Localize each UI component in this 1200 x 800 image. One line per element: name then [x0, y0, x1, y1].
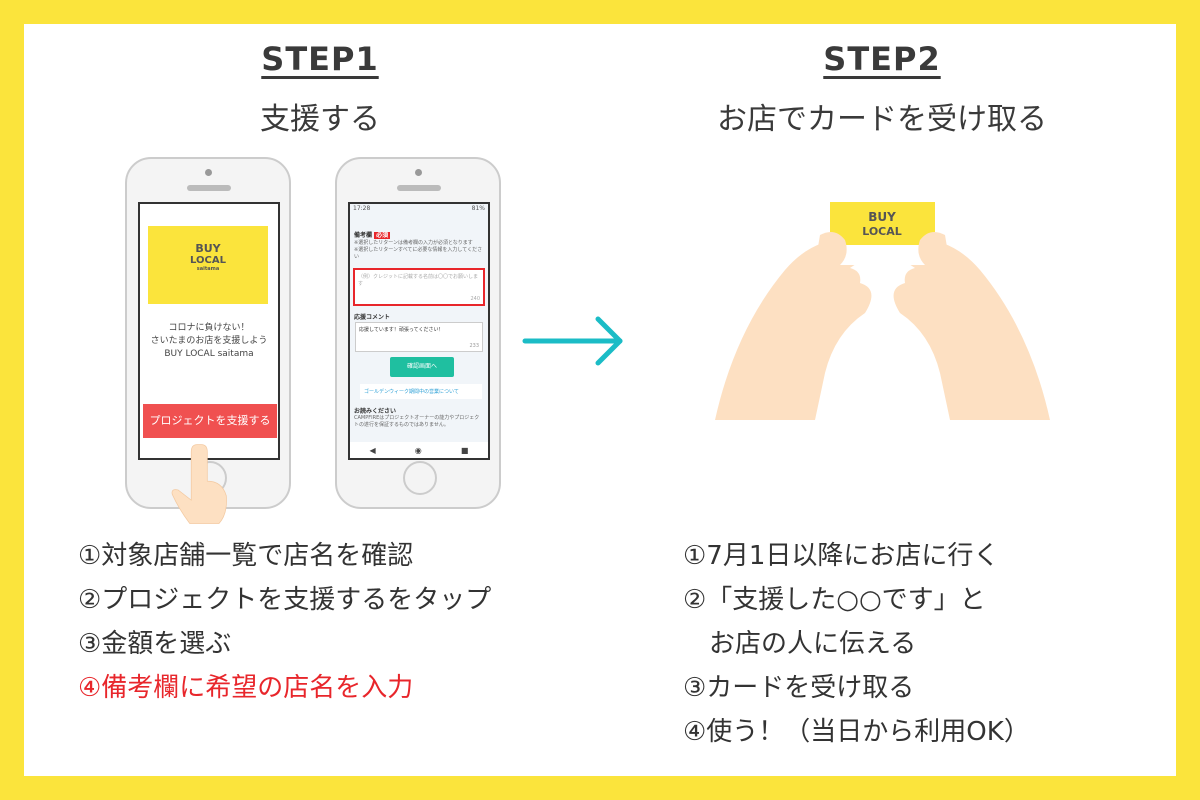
disclaimer: CAMPFIREはプロジェクトオーナーの能力やプロジェクトの遂行を保証するもので…	[354, 415, 480, 428]
step2-subtitle: お店でカードを受け取る	[717, 102, 1047, 137]
list-item: ①7月1日以降にお店に行く	[683, 541, 1000, 571]
battery: 81%	[471, 205, 485, 212]
list-item-highlighted: ④備考欄に希望の店名を入力	[78, 673, 414, 703]
phone-mockup-1: BUY LOCAL saitama コロナに負けない！さいたまのお店を支援しよう…	[125, 157, 291, 509]
android-nav-bar: ◀ ◉ ■	[350, 442, 488, 458]
read-heading: お読みください	[354, 408, 397, 415]
list-item: お店の人に伝える	[683, 629, 917, 659]
comment-input[interactable]: 応援しています！頑張ってください！233	[355, 322, 483, 352]
list-item: ②プロジェクトを支援するをタップ	[78, 585, 492, 615]
phone-mockup-2: 17:28 81% 備考欄 必須 ※選択したリターンは備考欄の入力が必須となります…	[335, 157, 501, 509]
arrow-right-icon	[522, 316, 623, 366]
confirm-button[interactable]: 確認画面へ	[390, 357, 454, 377]
list-item: ④使う！（当日から利用OK）	[683, 717, 1030, 747]
home-button	[403, 461, 437, 495]
list-item: ③金額を選ぶ	[78, 629, 232, 659]
list-item: ②「支援した○○です」と	[683, 585, 986, 615]
back-icon[interactable]: ◀	[369, 445, 376, 455]
buy-local-logo: BUY LOCAL saitama	[148, 226, 268, 304]
hands-holding-card-illustration: BUY LOCAL	[715, 202, 1050, 420]
notice-link[interactable]: ゴールデンウィーク期間中の営業について	[360, 384, 482, 399]
required-badge: 必須	[374, 232, 391, 239]
step1-instructions: ①対象店舗一覧で店名を確認 ②プロジェクトを支援するをタップ ③金額を選ぶ ④備…	[78, 534, 491, 710]
step2-title: STEP2	[823, 40, 941, 78]
phone-screen-1: BUY LOCAL saitama コロナに負けない！さいたまのお店を支援しよう…	[138, 202, 280, 460]
card-logo-line1: BUY	[868, 210, 896, 224]
status-bar: 17:28 81%	[350, 204, 488, 213]
step2-header: STEP2 お店でカードを受け取る	[682, 40, 1082, 138]
support-project-button[interactable]: プロジェクトを支援する	[143, 404, 277, 438]
step1-subtitle: 支援する	[260, 102, 380, 137]
time: 17:28	[353, 205, 371, 212]
comment-label: 応援コメント	[354, 314, 391, 321]
phone-screen-2: 17:28 81% 備考欄 必須 ※選択したリターンは備考欄の入力が必須となります…	[348, 202, 490, 460]
step2-instructions: ①7月1日以降にお店に行く ②「支援した○○です」と お店の人に伝える ③カード…	[683, 534, 1030, 754]
card-logo-line2: LOCAL	[862, 225, 902, 238]
step1-header: STEP1 支援する	[120, 40, 520, 138]
tapping-finger-icon	[171, 444, 227, 524]
remarks-help: ※選択したリターンは備考欄の入力が必須となります※選択したリターンすべてに必要な…	[354, 240, 483, 260]
home-icon[interactable]: ◉	[414, 445, 422, 455]
list-item: ①対象店舗一覧で店名を確認	[78, 541, 414, 571]
list-item: ③カードを受け取る	[683, 673, 915, 703]
step1-title: STEP1	[261, 40, 379, 78]
remarks-label: 備考欄 必須	[354, 232, 391, 239]
recents-icon[interactable]: ■	[460, 445, 469, 455]
